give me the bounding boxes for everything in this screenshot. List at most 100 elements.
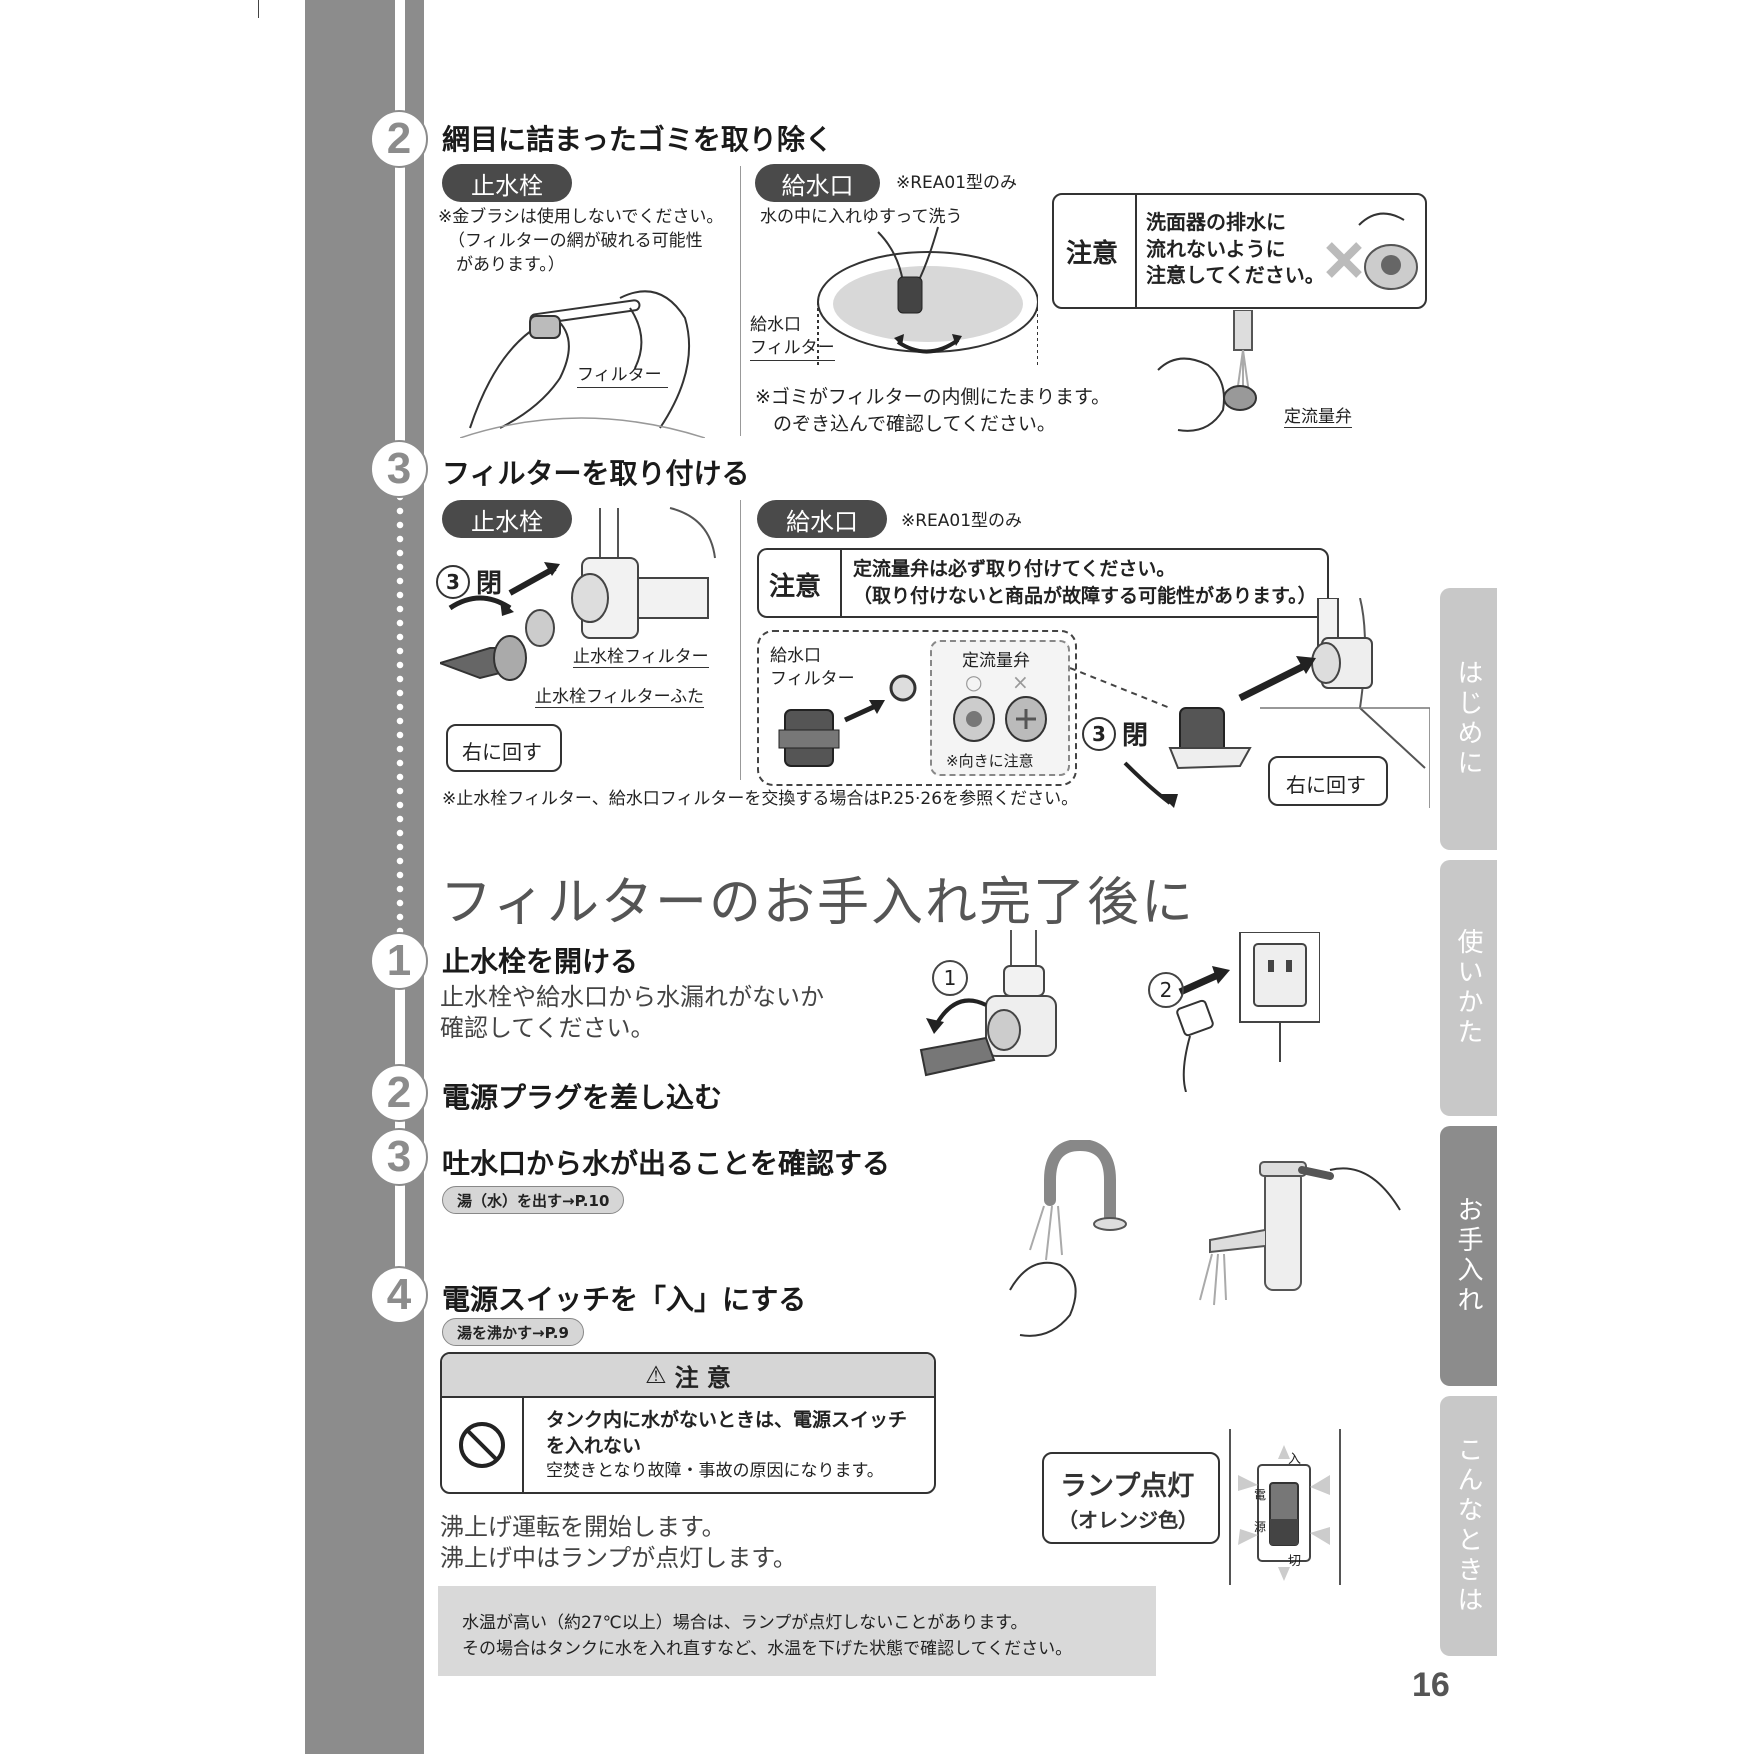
- column-divider: [740, 166, 741, 436]
- caution-text-2: 定流量弁は必ず取り付けてください。 （取り付けないと商品が故障する可能性がありま…: [853, 556, 1317, 609]
- callout-inlet-filter: 給水口 フィルター: [750, 314, 835, 361]
- switch-label-2: 源: [1254, 1520, 1267, 1534]
- after-step-title-water: 吐水口から水が出ることを確認する: [442, 1147, 891, 1180]
- warning-line: 空焚きとなり故障・事故の原因になります。: [546, 1461, 884, 1482]
- turn-right-box-2: 右に回す: [1268, 756, 1388, 806]
- crop-mark: [258, 0, 259, 18]
- column-divider-2: [740, 500, 741, 780]
- timeline-line-bottom: [395, 940, 405, 1310]
- warning-box: ⚠ 注 意 タンク内に水がないときは、電源スイッチ を入れない 空焚きとなり故障…: [440, 1352, 936, 1494]
- label-stopcock: 止水栓: [442, 164, 572, 202]
- body-line: 沸上げ運転を開始します。: [440, 1513, 726, 1541]
- illustration-wash-basin: [817, 226, 1038, 367]
- lamp-callout: ランプ点灯 （オレンジ色）: [1042, 1452, 1220, 1544]
- illustration-brush-filter: [460, 290, 705, 438]
- valve-title: 定流量弁: [962, 651, 1030, 671]
- side-tab-label: 使いかた: [1453, 928, 1483, 1048]
- ref-hot-water-page[interactable]: 湯（水）を出す→P.10: [442, 1186, 625, 1214]
- ref-boil-page[interactable]: 湯を沸かす→P.9: [442, 1318, 584, 1346]
- dirt-note: ※ゴミがフィルターの内側にたまります。 のぞき込んで確認してください。: [755, 384, 1110, 437]
- warning-header: ⚠ 注 意: [442, 1354, 934, 1398]
- after-step-title-open: 止水栓を開ける: [442, 945, 639, 978]
- turn-right-box: 右に回す: [446, 724, 562, 772]
- illustration-power-switch: [1229, 1429, 1341, 1585]
- valve-orientation-note: ※向きに注意: [946, 752, 1034, 770]
- caution-box-valve: 注意 定流量弁は必ず取り付けてください。 （取り付けないと商品が故障する可能性が…: [757, 548, 1329, 618]
- warning-title: 注 意: [674, 1363, 731, 1392]
- valve-icons: [953, 696, 1047, 742]
- illustration-plug-in: [1176, 932, 1320, 1092]
- water-temperature-note: 水温が高い（約27℃以上）場合は、ランプが点灯しないことがあります。 その場合は…: [438, 1586, 1156, 1676]
- switch-label-1: 電: [1254, 1488, 1267, 1502]
- close-label: 閉: [1122, 721, 1149, 751]
- close-step-number: 3: [1082, 716, 1116, 751]
- side-tab-introduction[interactable]: はじめに: [1440, 588, 1497, 850]
- illus-step-2: 2: [1148, 972, 1184, 1008]
- callout-filter: フィルター: [577, 360, 668, 388]
- label-water-inlet-2: 給水口: [757, 500, 887, 538]
- inlet-filter-detail-group: [757, 630, 1077, 786]
- timeline-line-top: [395, 0, 405, 470]
- after-step-number-1: 1: [370, 932, 428, 990]
- illustration-faucets: [1009, 1140, 1401, 1337]
- warning-line: を入れない: [546, 1434, 642, 1457]
- side-tab-troubleshooting[interactable]: こんなときは: [1440, 1396, 1497, 1656]
- note-no-wire-brush: ※金ブラシは使用しないでください。 （フィルターの網が破れる可能性 があります。…: [438, 206, 723, 277]
- after-step-number-2: 2: [370, 1064, 428, 1122]
- caution-divider: [1135, 195, 1137, 307]
- wash-note: 水の中に入れゆすって洗う: [760, 207, 963, 227]
- no-drain-icon: [1326, 212, 1418, 290]
- side-tab-label: こんなときは: [1453, 1436, 1483, 1616]
- caution-label: 注意: [1066, 239, 1119, 269]
- close-label: 閉: [476, 569, 503, 599]
- side-tab-maintenance[interactable]: お手入れ: [1440, 1126, 1497, 1386]
- callout-stopcock-cap: 止水栓フィルターふた: [535, 682, 704, 708]
- illustration-inlet-filter-parts: [778, 674, 917, 767]
- warning-line: タンク内に水がないときは、電源スイッチ: [546, 1409, 908, 1431]
- callout-line: 給水口: [770, 646, 821, 666]
- illustration-stopcock-attach: [440, 507, 716, 681]
- dirt-note-line: ※ゴミがフィルターの内側にたまります。: [755, 386, 1111, 408]
- body-line: 確認してください。: [440, 1014, 655, 1043]
- left-side-bar: [305, 0, 424, 1754]
- illus-step-1: 1: [932, 960, 968, 996]
- side-tab-usage[interactable]: 使いかた: [1440, 860, 1497, 1116]
- note-line: （フィルターの網が破れる可能性: [448, 230, 703, 251]
- after-step-body-open: 止水栓や給水口から水漏れがないか 確認してください。: [440, 982, 824, 1044]
- temp-note-line: 水温が高い（約27℃以上）場合は、ランプが点灯しないことがあります。: [462, 1613, 1028, 1633]
- step-title-clean-mesh: 網目に詰まったゴミを取り除く: [442, 123, 833, 156]
- note-line: ※金ブラシは使用しないでください。: [438, 207, 724, 227]
- caution-line: （取り付けないと商品が故障する可能性があります。）: [853, 584, 1317, 607]
- switch-off-label: 切: [1288, 1554, 1302, 1569]
- after-step-number-4: 4: [370, 1266, 428, 1324]
- label-water-inlet: 給水口: [755, 164, 880, 202]
- side-tab-label: はじめに: [1453, 659, 1483, 779]
- after-step-number-3: 3: [370, 1128, 428, 1186]
- after-cleaning-heading: フィルターのお手入れ完了後に: [440, 873, 1195, 933]
- callout-line: 給水口: [750, 315, 801, 335]
- caution-text: 洗面器の排水に 流れないように 注意してください。: [1146, 209, 1325, 289]
- prohibited-icon: [459, 1422, 505, 1468]
- turn-right-text-2: 右に回す: [1286, 773, 1366, 797]
- callout-filter-text: フィルター: [577, 365, 662, 385]
- body-line: 止水栓や給水口から水漏れがないか: [440, 983, 824, 1011]
- boil-start-text: 沸上げ運転を開始します。 沸上げ中はランプが点灯します。: [440, 1512, 797, 1574]
- callout-line: フィルター: [770, 668, 855, 689]
- flow-valve-orientation-box: 定流量弁 ○ × ※向きに注意: [930, 640, 1070, 776]
- caution-line: 定流量弁は必ず取り付けてください。: [853, 558, 1176, 580]
- caution-box-drain: 注意 洗面器の排水に 流れないように 注意してください。: [1052, 193, 1427, 309]
- illustration-open-stopcock: [919, 930, 1057, 1077]
- warning-text: タンク内に水がないときは、電源スイッチ を入れない 空焚きとなり故障・事故の原因…: [546, 1408, 907, 1485]
- lamp-subtitle: （オレンジ色）: [1058, 1508, 1198, 1532]
- caution-line: 洗面器の排水に: [1146, 210, 1286, 234]
- side-tab-label: お手入れ: [1453, 1196, 1483, 1316]
- label-stopcock-2: 止水栓: [442, 500, 572, 538]
- model-note-2: ※REA01型のみ: [901, 511, 1023, 531]
- note-line: があります。）: [456, 254, 565, 275]
- timeline-dotted: [395, 490, 405, 935]
- close-indicator-2: 3 閉: [1082, 715, 1148, 752]
- callout-inlet-filter-2: 給水口 フィルター: [770, 645, 855, 691]
- close-step-number: 3: [436, 564, 470, 599]
- lamp-title: ランプ点灯: [1060, 1471, 1195, 1502]
- valve-ng-mark: ×: [1012, 670, 1029, 694]
